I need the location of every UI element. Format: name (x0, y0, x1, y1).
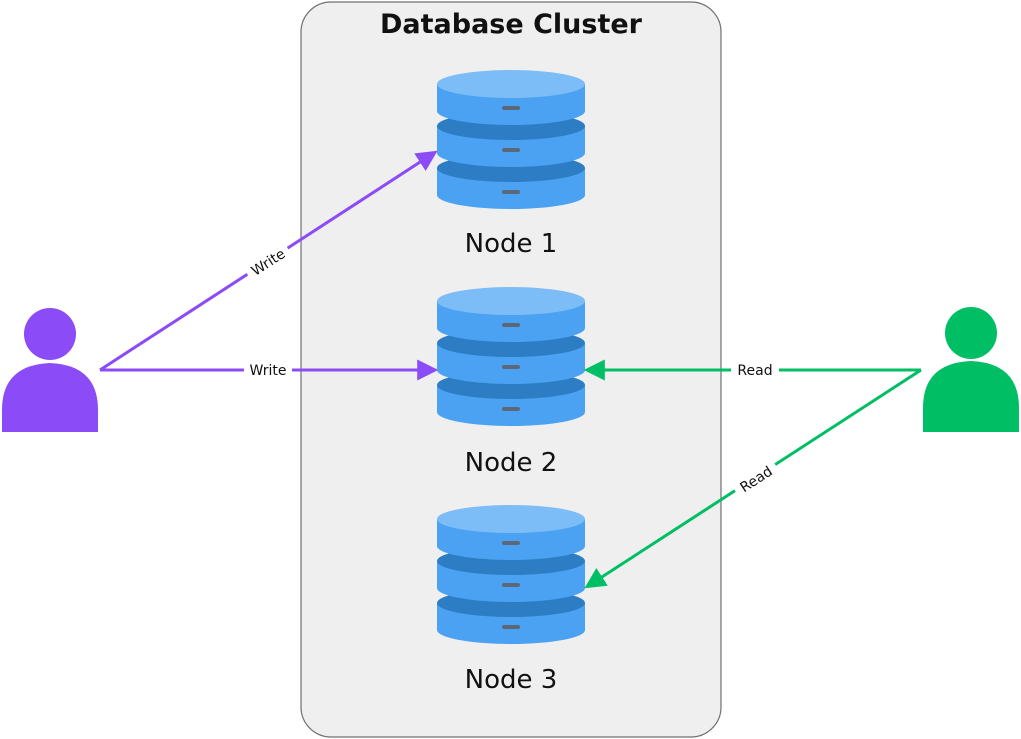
node-1-label: Node 1 (465, 229, 558, 259)
writer-user-icon (2, 308, 98, 432)
database-node-2-icon (437, 287, 585, 426)
node-2-label: Node 2 (465, 448, 558, 478)
edge-label-read-1: Read (731, 360, 779, 380)
reader-user-icon (923, 307, 1019, 432)
database-node-1-icon (437, 70, 585, 209)
cluster-title: Database Cluster (380, 9, 643, 40)
edge-label-write-1: Write (242, 240, 294, 284)
svg-text:Write: Write (250, 363, 287, 379)
edge-label-read-2: Read (730, 457, 782, 501)
svg-text:Read: Read (737, 363, 772, 379)
database-node-3-icon (437, 505, 585, 644)
edge-label-write-2: Write (244, 360, 292, 380)
node-3-label: Node 3 (465, 665, 558, 695)
